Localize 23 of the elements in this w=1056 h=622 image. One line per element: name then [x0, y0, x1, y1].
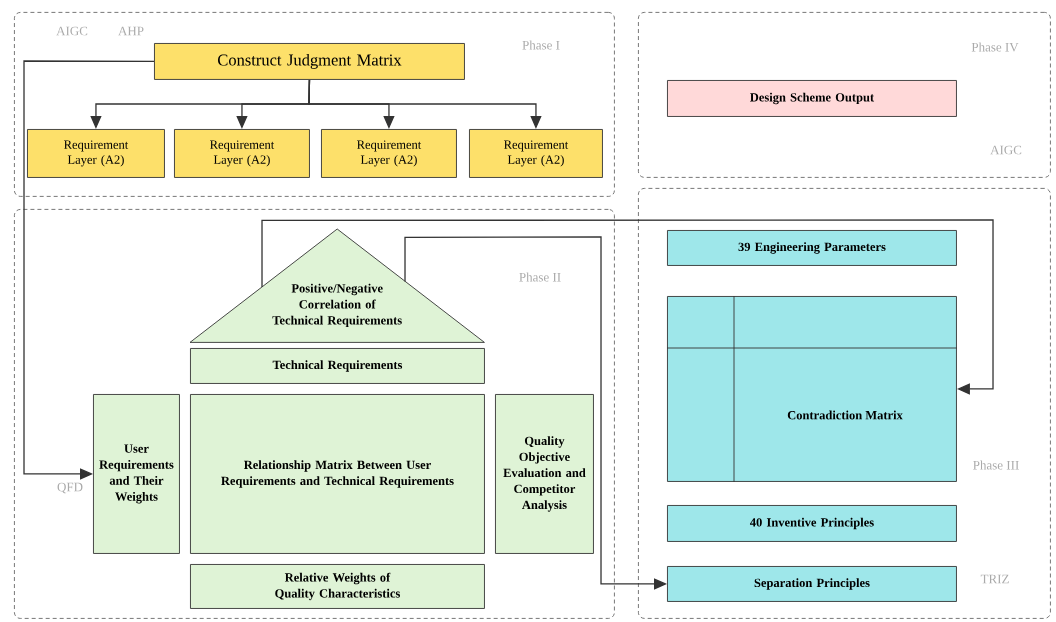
- method-label: AIGC: [56, 26, 88, 36]
- process-box: Technical Requirements: [190, 348, 485, 384]
- method-label: AIGC: [990, 145, 1022, 155]
- matrix-box: Contradiction Matrix: [666, 295, 958, 483]
- process-box: Requirement Layer (A2): [469, 129, 603, 178]
- process-box: Relationship Matrix Between User Requirements and Technical Requirements: [190, 394, 485, 554]
- process-box: Relative Weights of Quality Characteristics: [190, 564, 485, 609]
- process-box: Quality Objective Evaluation and Competitor Analysis: [495, 394, 594, 554]
- process-box: 40 Inventive Principles: [667, 505, 957, 542]
- process-box: 39 Engineering Parameters: [667, 230, 957, 266]
- arrow: [261, 219, 994, 395]
- process-box: User Requirements and Their Weights: [93, 394, 180, 554]
- process-box: Requirement Layer (A2): [27, 129, 165, 178]
- process-box: Construct Judgment Matrix: [154, 43, 465, 80]
- process-box: Requirement Layer (A2): [321, 129, 457, 178]
- roof-triangle: Positive/Negative Correlation of Technical Requirements: [189, 228, 485, 343]
- method-label: TRIZ: [980, 574, 1009, 584]
- method-label: AHP: [118, 26, 144, 36]
- process-box: Design Scheme Output: [667, 80, 957, 117]
- method-label: QFD: [57, 482, 83, 494]
- process-box: Requirement Layer (A2): [174, 129, 310, 178]
- process-box: Separation Principles: [667, 566, 957, 602]
- arrow: [23, 60, 155, 480]
